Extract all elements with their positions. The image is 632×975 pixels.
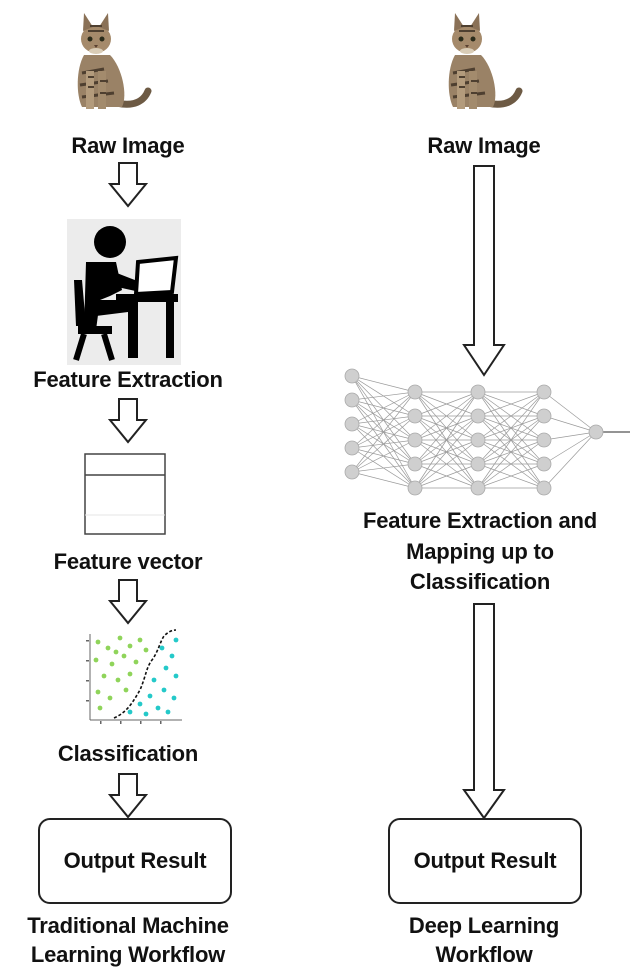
- feature-extraction-label: Feature Extraction: [33, 367, 223, 392]
- nn-node: [536, 456, 552, 472]
- nn-node: [344, 416, 360, 432]
- classification-scatter-icon: [86, 629, 182, 724]
- nn-edge: [351, 391, 416, 473]
- nn-node: [536, 432, 552, 448]
- nn-node: [536, 480, 552, 496]
- right-raw-image-label: Raw Image: [427, 133, 541, 158]
- nn-edge: [414, 391, 479, 489]
- classification-label: Classification: [57, 741, 199, 766]
- nn-edge: [543, 431, 597, 489]
- nn-node: [407, 456, 423, 472]
- nn-edge: [414, 391, 479, 417]
- right-caption-line2: Workflow: [435, 942, 533, 967]
- nn-node: [588, 424, 604, 440]
- down-arrow-3: [107, 579, 149, 625]
- nn-edge: [543, 431, 597, 441]
- left-raw-image-label: Raw Image: [71, 133, 185, 158]
- cat-photo-right: [449, 13, 519, 109]
- nn-node: [344, 368, 360, 384]
- nn-edge: [477, 391, 545, 441]
- feature-mapping-line3: Classification: [409, 569, 551, 594]
- nn-node: [407, 480, 423, 496]
- long-down-arrow-1: [462, 165, 506, 377]
- nn-edge: [477, 415, 545, 489]
- nn-node: [344, 464, 360, 480]
- nn-edge: [351, 375, 416, 393]
- nn-node: [407, 408, 423, 424]
- nn-edge: [477, 439, 545, 489]
- right-output-result-label: Output Result: [413, 848, 557, 873]
- nn-edge: [543, 431, 597, 465]
- nn-node: [470, 456, 486, 472]
- nn-edge: [351, 391, 416, 425]
- nn-edge: [414, 439, 479, 489]
- right-caption-line1: Deep Learning: [408, 913, 560, 938]
- nn-edge: [414, 391, 479, 465]
- down-arrow-2: [107, 398, 149, 444]
- feature-vector-table: [84, 453, 166, 535]
- nn-node: [470, 408, 486, 424]
- nn-edge: [543, 415, 597, 433]
- nn-node: [536, 408, 552, 424]
- nn-node: [470, 480, 486, 496]
- nn-node: [344, 440, 360, 456]
- nn-edge: [477, 391, 545, 489]
- nn-node: [470, 432, 486, 448]
- nn-node: [470, 384, 486, 400]
- nn-node: [344, 392, 360, 408]
- nn-edge: [414, 391, 479, 441]
- left-caption-line1: Traditional Machine: [27, 913, 229, 938]
- nn-edge: [351, 439, 416, 473]
- long-down-arrow-2: [462, 603, 506, 820]
- person-at-laptop-icon: [67, 219, 181, 365]
- right-output-result-box: Output Result: [388, 818, 582, 904]
- left-caption-line2: Learning Workflow: [30, 942, 226, 967]
- nn-edge: [351, 391, 416, 449]
- nn-node: [536, 384, 552, 400]
- nn-node: [407, 432, 423, 448]
- nn-edge: [477, 463, 545, 489]
- down-arrow-1: [107, 162, 149, 208]
- feature-mapping-line2: Mapping up to: [406, 539, 554, 564]
- nn-edge: [477, 391, 545, 417]
- nn-edge: [414, 415, 479, 489]
- feature-vector-label: Feature vector: [53, 549, 203, 574]
- nn-edge: [543, 391, 597, 433]
- down-arrow-4: [107, 773, 149, 819]
- nn-edge: [351, 415, 416, 473]
- nn-node: [407, 384, 423, 400]
- feature-mapping-line1: Feature Extraction and: [363, 508, 597, 533]
- nn-edge: [477, 391, 545, 465]
- cat-photo-left: [78, 13, 148, 109]
- nn-edge: [351, 463, 416, 473]
- nn-edge: [351, 471, 416, 489]
- neural-network-icon: [344, 368, 630, 496]
- left-output-result-box: Output Result: [38, 818, 232, 904]
- nn-edge: [351, 391, 416, 401]
- nn-edge: [414, 463, 479, 489]
- left-output-result-label: Output Result: [63, 848, 207, 873]
